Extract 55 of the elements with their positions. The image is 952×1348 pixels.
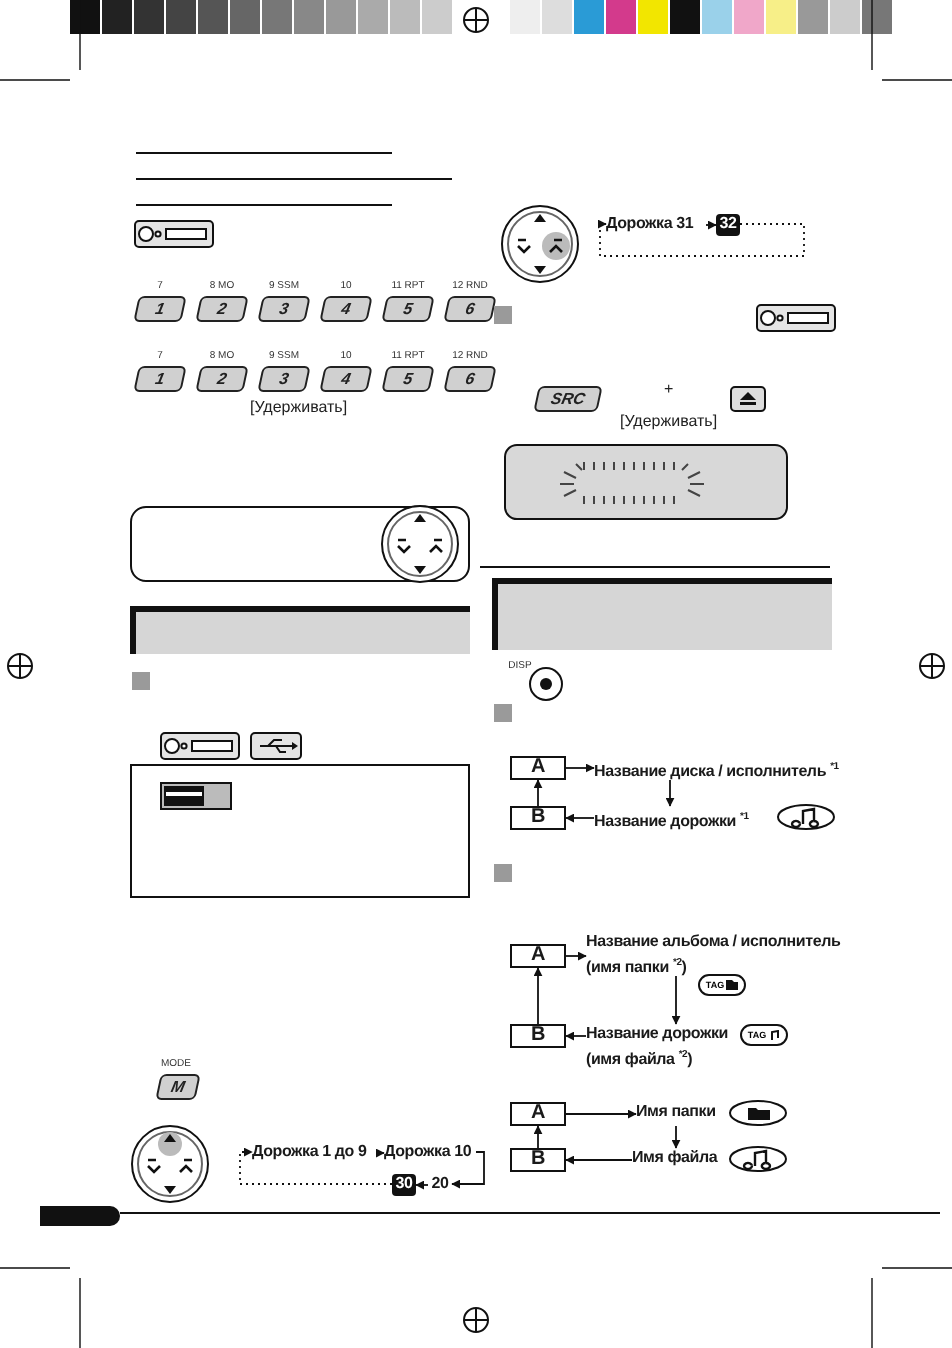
arrow — [671, 975, 681, 1025]
highlighted-number: 32 — [716, 214, 740, 236]
plus-sign: + — [664, 380, 674, 398]
preset-button: 5 — [381, 296, 435, 322]
mode-button: M — [155, 1074, 201, 1100]
arrow — [533, 967, 543, 1025]
preset-button: 3 — [257, 296, 311, 322]
arrow — [665, 779, 675, 807]
arrow — [239, 1147, 393, 1185]
arrow — [451, 1151, 485, 1189]
letter-box: A — [510, 944, 566, 968]
arrow — [565, 813, 595, 823]
preset-button: 4 — [319, 296, 373, 322]
arrow — [375, 1148, 385, 1158]
display-text: Имя файла — [632, 1148, 724, 1172]
arrow — [565, 1109, 637, 1119]
arrow — [415, 1180, 429, 1190]
display-text: Название дорожки (имя файла $^{*2}$) — [586, 1024, 738, 1070]
preset-button: 1 — [133, 366, 187, 392]
letter-box: A — [510, 1102, 566, 1126]
section-heading-band — [492, 578, 832, 650]
display-text: Дорожка 10 — [384, 1142, 476, 1164]
letter-box: B — [510, 1024, 566, 1048]
arrow — [533, 1125, 543, 1149]
arrow — [565, 1155, 633, 1165]
arrow — [565, 763, 595, 773]
preset-button: 3 — [257, 366, 311, 392]
instruction-text: [Удерживать] — [250, 398, 348, 416]
display-text: Дорожка 31 — [606, 214, 706, 236]
track-number: 20 — [428, 1174, 452, 1196]
arrow — [671, 1125, 681, 1149]
source-button: SRC — [533, 386, 603, 412]
letter-box: B — [510, 806, 566, 830]
highlighted-number: 30 — [392, 1174, 416, 1196]
preset-button: 1 — [133, 296, 187, 322]
preset-button: 4 — [319, 366, 373, 392]
arrow — [565, 1031, 587, 1041]
preset-button: 6 — [443, 296, 497, 322]
display-text: Название дорожки $^{*1}$ — [594, 806, 770, 832]
section-heading-band — [130, 606, 470, 654]
display-text: Дорожка 1 до 9 — [252, 1142, 376, 1164]
preset-button: 6 — [443, 366, 497, 392]
arrow — [565, 951, 587, 961]
preset-button: 5 — [381, 366, 435, 392]
arrow — [597, 219, 805, 257]
instruction-text: [Удерживать] — [620, 412, 718, 430]
letter-box: B — [510, 1148, 566, 1172]
preset-button: 2 — [195, 296, 249, 322]
letter-box: A — [510, 756, 566, 780]
display-text: Название альбома / исполнитель (имя папки $^{*2}$) — [586, 932, 842, 978]
display-text: Название диска / исполнитель $^{*1}$ — [594, 756, 874, 782]
preset-button: 2 — [195, 366, 249, 392]
arrow — [533, 779, 543, 807]
display-text: Имя папки — [636, 1102, 724, 1126]
arrow — [705, 220, 717, 230]
